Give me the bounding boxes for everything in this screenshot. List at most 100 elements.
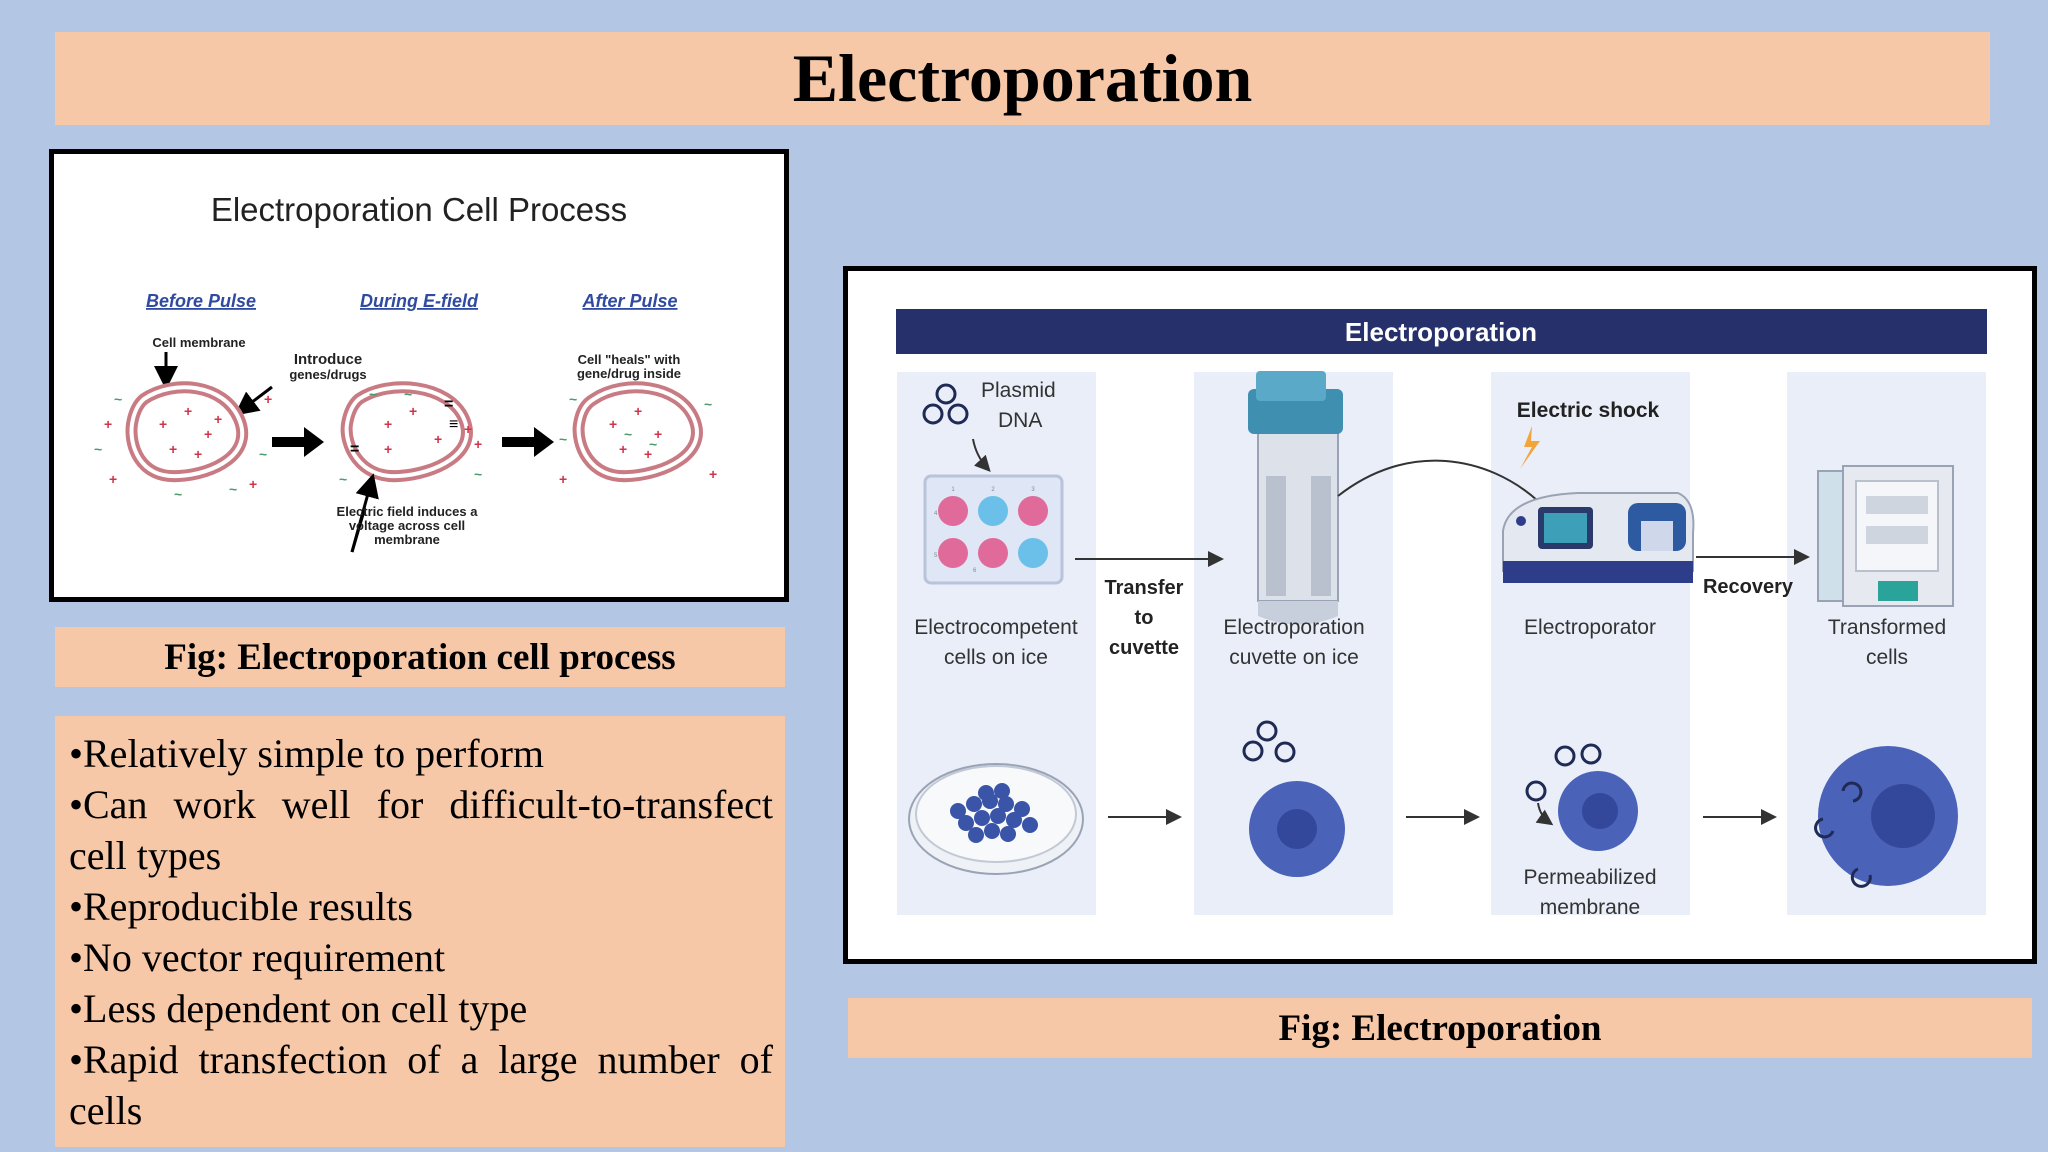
permeabilized-cell-icon [1525,743,1638,851]
advantages-list: •Relatively simple to perform •Can work … [55,716,785,1147]
cell-before-icon: ++++++ ++++ ~~~~~ [94,381,272,502]
stage-arrow-2 [502,427,554,457]
petri-dish-icon [908,763,1084,875]
incubator-icon [1817,465,1954,607]
plate-label: 6 [973,568,977,574]
svg-text:+: + [644,446,652,462]
svg-text:+: + [409,403,417,419]
transformed-label-line2: cells [1866,646,1908,669]
stage-during-label: During E-field [360,291,479,311]
svg-text:+: + [194,446,202,462]
svg-text:+: + [434,431,442,447]
advantage-item: •Relatively simple to perform [69,731,544,776]
membrane-label: Cell membrane [152,335,245,350]
svg-text:~: ~ [704,396,712,412]
svg-text:~: ~ [559,431,567,447]
svg-text:+: + [654,426,662,442]
permeabilized-label-line1: Permeabilized [1523,866,1656,889]
svg-text:+: + [384,416,392,432]
workflow-header-bar [896,309,1987,354]
svg-text:~: ~ [114,391,122,407]
cell-process-caption: Fig: Electroporation cell process [55,627,785,687]
advantage-item: •Rapid transfection of a large number of… [69,1037,773,1133]
plate-label: 4 [934,511,938,517]
svg-text:+: + [169,441,177,457]
introduce-label-line1: Introduce [294,351,362,368]
svg-text:~: ~ [474,466,482,482]
cuvette-label-line1: Electroporation [1223,616,1364,639]
electroporator-label: Electroporator [1524,616,1656,639]
svg-text:+: + [264,391,272,407]
svg-text:+: + [384,441,392,457]
plasmid-label-line1: Plasmid [981,379,1056,402]
svg-text:~: ~ [259,446,267,462]
svg-text:+: + [464,421,472,437]
cuvette-icon [1248,371,1343,625]
cells-label-line2: cells on ice [944,646,1048,669]
heals-label-line2: gene/drug inside [577,366,681,381]
transfer-label-line3: cuvette [1109,637,1179,659]
cuvette-label-line2: cuvette on ice [1229,646,1359,669]
svg-text:+: + [204,426,212,442]
plate-label: 2 [991,487,995,493]
svg-text:~: ~ [369,386,377,402]
plasmid-dna-icon [922,383,969,425]
cell-during-icon: ++++++ ==≡ ~~~~ [339,381,482,487]
svg-text:=: = [444,396,453,413]
svg-text:+: + [609,416,617,432]
svg-text:=: = [350,441,359,458]
svg-text:~: ~ [229,481,237,497]
stage-after-label: After Pulse [581,291,677,311]
svg-text:~: ~ [339,471,347,487]
field-label-line3: membrane [374,532,440,547]
advantage-item: •Can work well for difficult-to-transfec… [69,782,773,878]
cell-process-figure: Electroporation Cell Process Before Puls… [49,149,789,602]
shock-label: Electric shock [1517,399,1660,422]
advantage-item: •No vector requirement [69,935,446,980]
svg-text:+: + [619,441,627,457]
plasmid-label-line2: DNA [998,409,1042,432]
plate-label: 1 [951,487,955,493]
svg-text:~: ~ [404,386,412,402]
transformed-label-line1: Transformed [1828,616,1946,639]
svg-text:+: + [634,403,642,419]
field-arrow [350,473,379,553]
transformed-cell-icon [1814,746,1958,888]
electroporation-caption: Fig: Electroporation [848,998,2032,1058]
transfer-label-line1: Transfer [1105,577,1184,599]
stage-before-label: Before Pulse [146,291,256,311]
svg-text:+: + [104,416,112,432]
title-banner: Electroporation [55,32,1990,125]
plasmid-arrow [972,438,991,472]
svg-text:+: + [249,476,257,492]
lightning-icon [1520,426,1540,469]
svg-text:~: ~ [174,486,182,502]
svg-text:+: + [214,411,222,427]
cell-process-diagram: Electroporation Cell Process Before Puls… [94,191,717,553]
cell-after-icon: +++++++ ~~~~~ [559,381,717,487]
plate-label: 3 [1031,487,1035,493]
svg-text:≡: ≡ [449,416,458,433]
heals-label-line1: Cell "heals" with [578,352,681,367]
advantage-item: •Less dependent on cell type [69,986,528,1031]
electroporation-workflow-figure: Electroporation Plasmid DNA 1 2 3 4 5 6 … [843,266,2037,964]
svg-text:+: + [709,466,717,482]
svg-text:+: + [109,471,117,487]
svg-text:+: + [559,471,567,487]
svg-text:+: + [159,416,167,432]
plate-label: 5 [934,553,938,559]
cuvette-connector [1337,459,1539,502]
field-label-line1: Electric field induces a [337,504,479,519]
svg-text:+: + [474,436,482,452]
electroporator-icon [1502,492,1695,583]
cell-with-plasmids-icon [1242,720,1345,877]
svg-text:~: ~ [94,441,102,457]
stage-arrow-1 [272,427,324,457]
cells-label-line1: Electrocompetent [914,616,1078,639]
field-label-line2: voltage across cell [349,518,465,533]
svg-text:+: + [184,403,192,419]
cell-process-title: Electroporation Cell Process [211,191,627,228]
recovery-label: Recovery [1703,576,1794,598]
workflow-header: Electroporation [1345,317,1537,347]
electroporation-workflow-diagram: Electroporation Plasmid DNA 1 2 3 4 5 6 … [896,309,1987,919]
